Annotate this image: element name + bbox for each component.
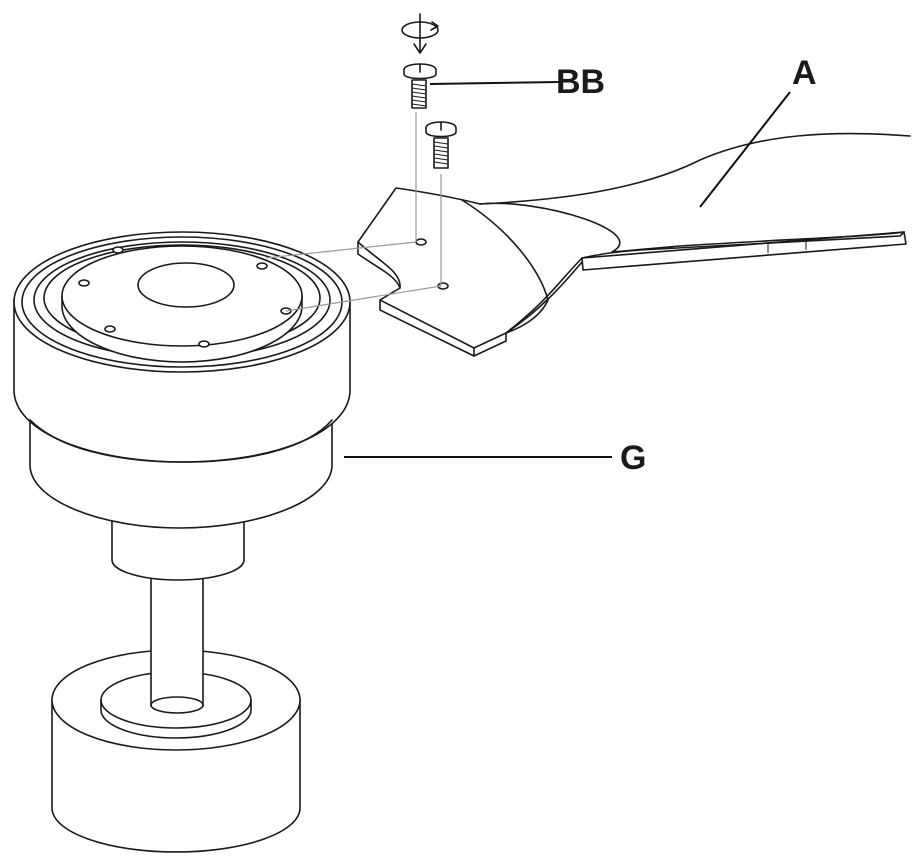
motor-housing [13,231,351,529]
rotation-arrow-icon [401,13,439,54]
callout-line-bb [429,81,561,85]
motor-shaft [150,559,204,714]
label-g: G [620,439,646,477]
shaft-collar [111,519,245,581]
label-bb: BB [556,63,605,101]
alignment-guides [265,112,442,312]
callout-line-a [699,91,791,208]
label-a: A [792,54,817,92]
screw-icon [425,121,457,169]
blade-iron [357,132,911,357]
screw-icon [403,63,437,109]
